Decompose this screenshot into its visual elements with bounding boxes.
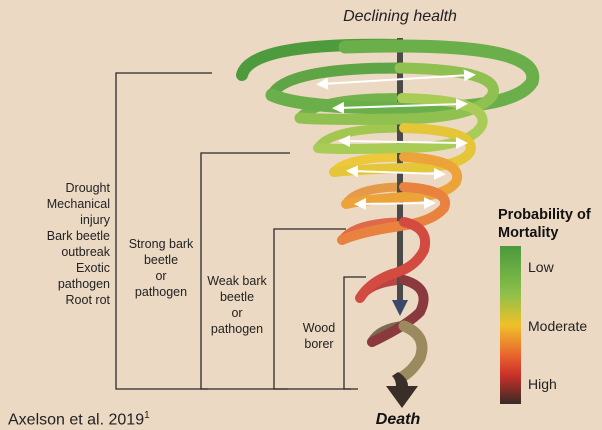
legend-label-high: High: [528, 376, 557, 392]
factor-group-1: Drought Mechanical injury Bark beetle ou…: [20, 180, 110, 308]
factor-line: or: [204, 305, 270, 321]
factor-line: Mechanical: [20, 196, 110, 212]
double-arrow-1: [322, 75, 470, 84]
bottom-title: Death: [358, 411, 438, 429]
death-arrow: [386, 372, 418, 408]
factor-group-3: Weak bark beetle or pathogen: [204, 273, 270, 337]
factor-group-2: Strong bark beetle or pathogen: [124, 236, 198, 300]
coil-9-front: [400, 326, 422, 378]
citation-text: Axelson et al. 2019: [8, 411, 144, 428]
factor-line: pathogen: [204, 321, 270, 337]
factor-line: or: [124, 268, 198, 284]
legend-title: Probability of Mortality: [498, 206, 602, 242]
top-title: Declining health: [300, 8, 500, 26]
bracket-group-1: [116, 73, 212, 389]
factor-line: pathogen: [124, 284, 198, 300]
factor-line: injury: [20, 212, 110, 228]
bracket-group-3: [274, 229, 351, 389]
citation: Axelson et al. 20191: [8, 410, 150, 429]
factor-line: Exotic: [20, 260, 110, 276]
factor-line: outbreak: [20, 244, 110, 260]
factor-line: beetle: [124, 252, 198, 268]
factor-line: Wood: [296, 320, 342, 336]
factor-line: Weak bark: [204, 273, 270, 289]
factor-line: Bark beetle: [20, 228, 110, 244]
double-arrow-5: [360, 203, 430, 204]
factor-line: Drought: [20, 180, 110, 196]
legend-label-moderate: Moderate: [528, 318, 587, 334]
legend-title-line-2: Mortality: [498, 224, 602, 242]
factor-line: Strong bark: [124, 236, 198, 252]
legend-label-low: Low: [528, 259, 554, 275]
factor-line: Root rot: [20, 292, 110, 308]
bracket-group-2: [201, 153, 290, 389]
legend-color-bar: [500, 246, 521, 404]
factor-line: pathogen: [20, 276, 110, 292]
coil-2-back: [272, 68, 400, 95]
legend-title-line-1: Probability of: [498, 206, 602, 224]
citation-superscript: 1: [144, 410, 150, 421]
factor-group-4: Wood borer: [296, 320, 342, 352]
factor-line: beetle: [204, 289, 270, 305]
factor-line: borer: [296, 336, 342, 352]
decline-arrow-head: [392, 300, 408, 316]
